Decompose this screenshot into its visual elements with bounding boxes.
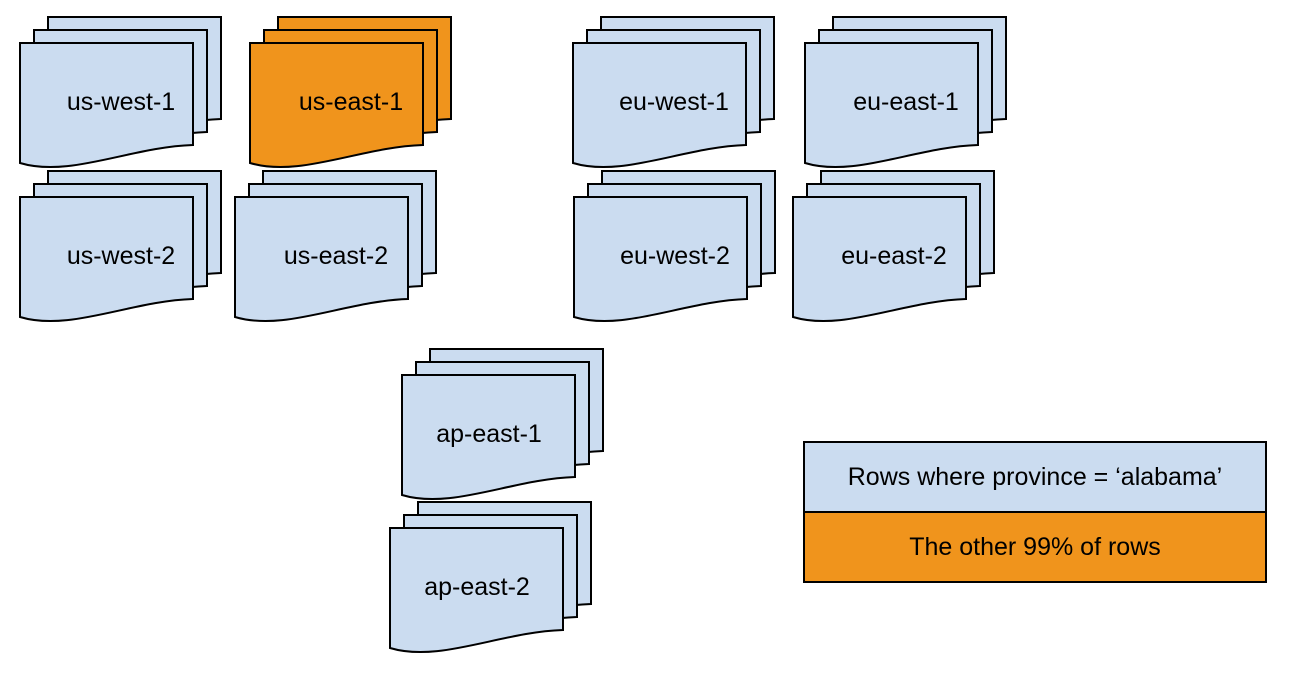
region-stack-eu-west-2: eu-west-2 <box>572 169 778 327</box>
document-stack-icon <box>792 170 995 323</box>
document-stack-icon <box>19 170 222 323</box>
legend: Rows where province = ‘alabama’ The othe… <box>803 441 1267 583</box>
legend-item-alabama-rows-label: Rows where province = ‘alabama’ <box>847 462 1223 491</box>
region-stack-us-west-2: us-west-2 <box>18 169 224 327</box>
region-stack-ap-east-1: ap-east-1 <box>400 347 606 505</box>
region-stack-eu-east-1: eu-east-1 <box>803 15 1009 173</box>
region-stack-us-west-1: us-west-1 <box>18 15 224 173</box>
document-stack-icon <box>19 16 222 169</box>
document-stack-icon <box>572 16 775 169</box>
document-stack-icon <box>249 16 452 169</box>
region-stack-ap-east-2: ap-east-2 <box>388 500 594 658</box>
region-stack-eu-west-1: eu-west-1 <box>571 15 777 173</box>
document-stack-icon <box>389 501 592 654</box>
document-stack-icon <box>804 16 1007 169</box>
region-stack-eu-east-2: eu-east-2 <box>791 169 997 327</box>
document-stack-icon <box>573 170 776 323</box>
legend-item-alabama-rows: Rows where province = ‘alabama’ <box>805 443 1265 513</box>
region-stack-us-east-1: us-east-1 <box>248 15 454 173</box>
legend-item-other-rows: The other 99% of rows <box>805 513 1265 581</box>
region-stack-us-east-2: us-east-2 <box>233 169 439 327</box>
legend-item-other-rows-label: The other 99% of rows <box>909 532 1161 561</box>
document-stack-icon <box>401 348 604 501</box>
document-stack-icon <box>234 170 437 323</box>
